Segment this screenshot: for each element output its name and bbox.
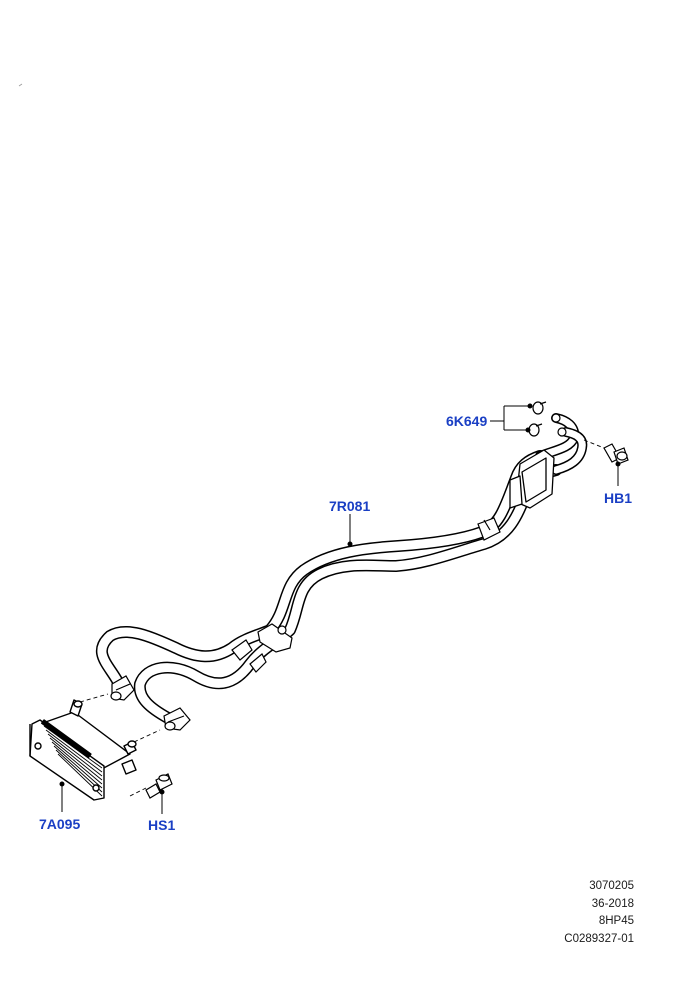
corner-mark xyxy=(18,83,23,87)
tube-end-lower-fill xyxy=(552,428,586,474)
tube-upper-fill xyxy=(97,451,545,687)
reference-date: 36-2018 xyxy=(591,897,634,910)
screw-hs1 xyxy=(145,773,173,799)
callout-7a095[interactable]: 7A095 xyxy=(39,816,81,832)
cooler-tube-assembly xyxy=(95,413,588,724)
tube-bracket xyxy=(509,449,555,509)
quick-connector-upper xyxy=(110,675,135,701)
tube-clip-left xyxy=(257,623,293,653)
tube-end-fittings xyxy=(551,413,567,437)
illustration-id: C0289327-01 xyxy=(564,932,634,945)
callout-7r081[interactable]: 7R081 xyxy=(329,498,371,514)
oil-cooler xyxy=(29,699,137,801)
leader-lines xyxy=(59,403,621,814)
callout-hs1[interactable]: HS1 xyxy=(148,817,176,833)
sleeve-joint-1 xyxy=(231,639,267,673)
diagram-reference-block: 3070205 36-2018 8HP45 C0289327-01 xyxy=(514,878,634,948)
bolt-hb1-dash xyxy=(583,439,605,449)
reference-code: 3070205 xyxy=(589,880,634,892)
callout-hb1[interactable]: HB1 xyxy=(604,490,633,506)
transmission-model: 8HP45 xyxy=(598,915,634,927)
bolt-hb1 xyxy=(603,443,629,465)
tube-clip-mid xyxy=(477,517,501,541)
quick-connector-lower xyxy=(163,707,191,731)
alignment-lines xyxy=(79,693,161,797)
tube-lower-fill xyxy=(135,465,561,723)
callout-6k649[interactable]: 6K649 xyxy=(446,413,488,429)
